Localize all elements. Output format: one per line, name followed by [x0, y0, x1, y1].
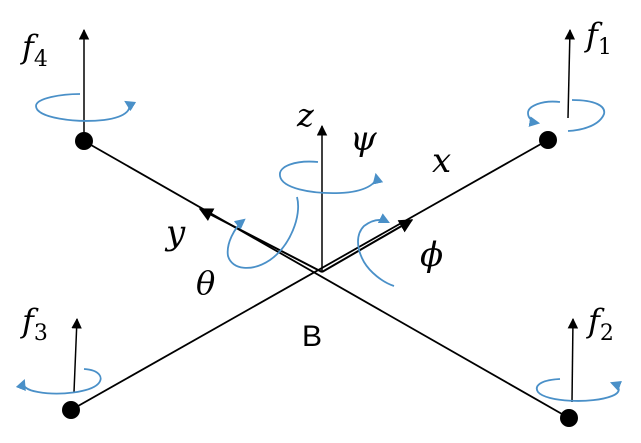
rotation-arrow-psi	[279, 160, 384, 194]
rotation-arrow-motor-2	[536, 378, 622, 402]
motor-dot-1	[539, 131, 557, 149]
x-axis-arrow	[321, 219, 414, 273]
rotation-arrow-motor-3	[15, 368, 102, 395]
label-psi: ψ	[350, 119, 377, 159]
label-f4: f4	[20, 28, 48, 72]
rotation-arrow-motor-1	[527, 99, 606, 131]
label-f1: f1	[584, 16, 612, 60]
label-body-b: B	[302, 320, 322, 353]
label-x: x	[432, 141, 451, 181]
label-phi: ϕ	[420, 235, 443, 275]
motor-dot-2	[560, 409, 578, 427]
arm-diagonal-2	[70, 139, 549, 411]
thrust-arrow-f2	[567, 317, 579, 403]
label-f3: f3	[20, 302, 48, 346]
label-theta: θ	[196, 264, 215, 302]
thrust-arrow-f3	[71, 317, 82, 393]
rotation-arrow-theta	[226, 196, 299, 269]
rotation-arrow-phi	[357, 213, 395, 287]
arm-diagonal-1	[83, 140, 570, 419]
label-y: y	[164, 213, 186, 253]
rotation-arrow-motor-4	[35, 93, 137, 122]
label-z: z	[296, 96, 315, 134]
motor-dot-4	[75, 132, 93, 150]
y-axis-arrow	[198, 208, 323, 273]
label-f2: f2	[586, 302, 614, 346]
thrust-arrow-f1	[564, 28, 576, 119]
motor-dot-3	[62, 401, 80, 419]
